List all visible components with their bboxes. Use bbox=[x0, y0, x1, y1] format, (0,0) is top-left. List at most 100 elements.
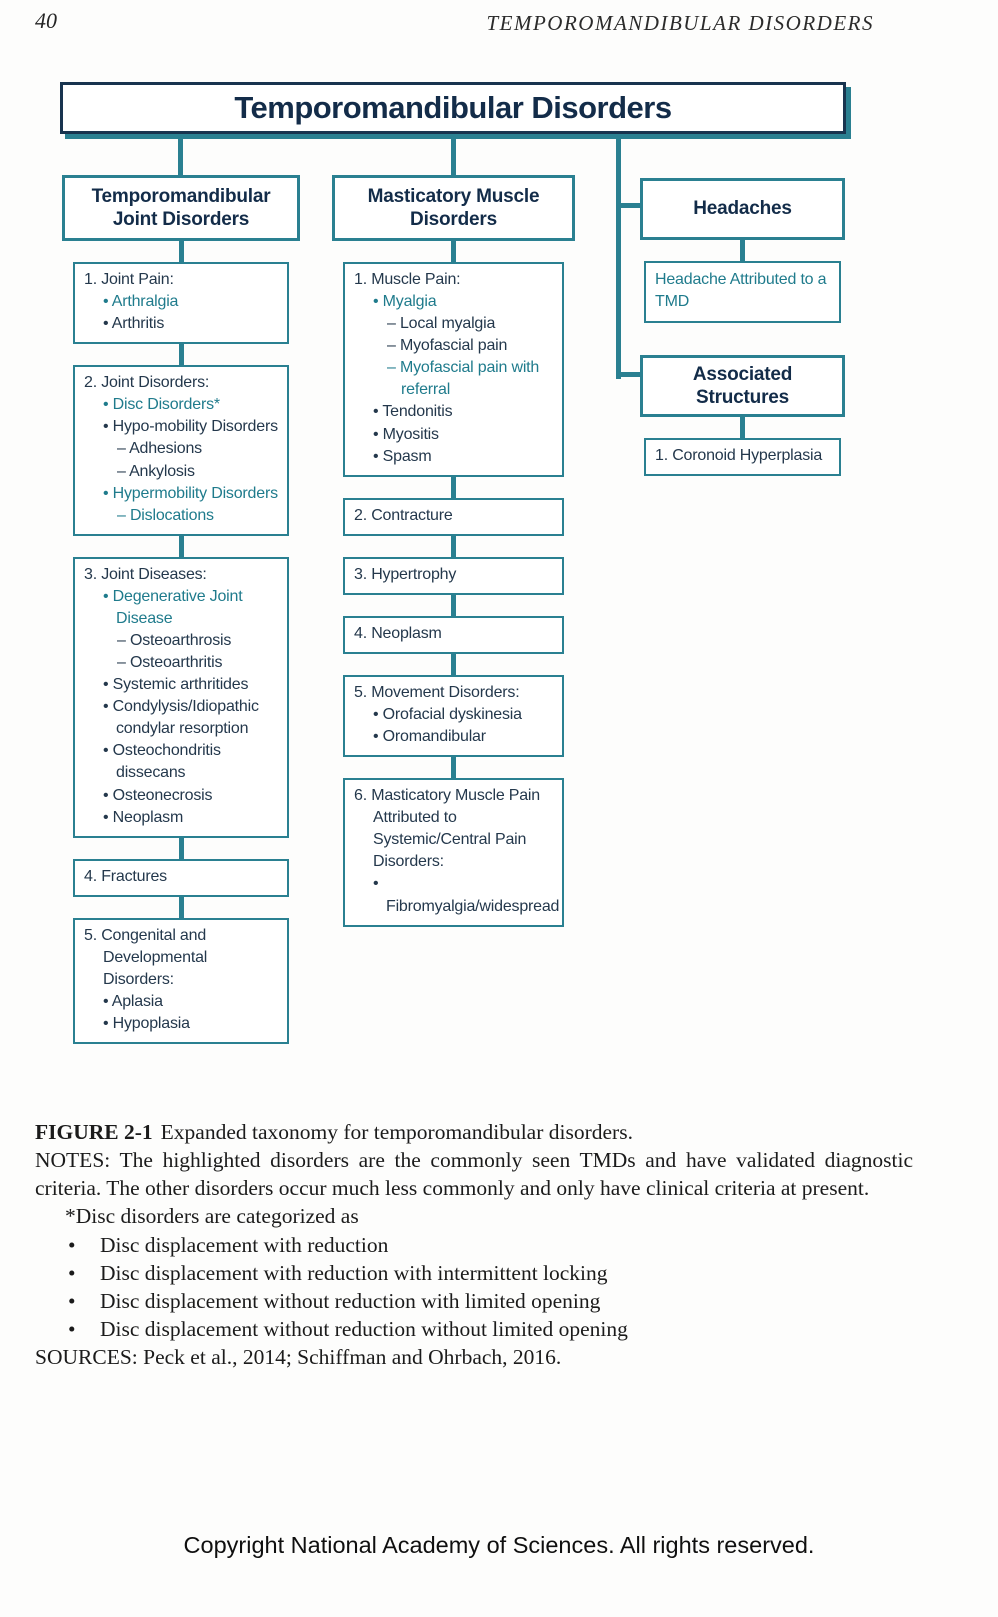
bullet-marker: • bbox=[103, 293, 112, 311]
box-title: 6. Masticatory Muscle Pain Attributed to… bbox=[354, 787, 540, 871]
asterisk-note: *Disc disorders are categorized as bbox=[65, 1204, 359, 1229]
page-number: 40 bbox=[35, 8, 57, 33]
diagram-box: 1. Coronoid Hyperplasia bbox=[644, 438, 841, 477]
diagram-box: 1. Muscle Pain:• Myalgia– Local myalgia–… bbox=[343, 262, 564, 477]
connector-line bbox=[451, 757, 456, 779]
figure-label: FIGURE 2-1 bbox=[35, 1120, 153, 1144]
connector-line bbox=[616, 134, 621, 379]
bullet-marker: • bbox=[103, 742, 113, 760]
bullet-marker: • bbox=[103, 786, 113, 804]
diagram-box: 5. Movement Disorders:• Orofacial dyskin… bbox=[343, 674, 564, 758]
connector-line bbox=[451, 134, 456, 175]
box-item: – Dislocations bbox=[117, 506, 214, 524]
diagram-group: Temporomandibular Joint Disorders 1. Join… bbox=[62, 175, 300, 1045]
box-item: • Neoplasm bbox=[103, 808, 184, 826]
box-title: 3. Joint Diseases: bbox=[84, 565, 207, 583]
box-item: • Orofacial dyskinesia bbox=[373, 706, 522, 724]
box-text: Headache Attributed to a TMD bbox=[655, 271, 827, 311]
dash-marker: – bbox=[117, 440, 130, 458]
box-item: • Disc Disorders* bbox=[103, 396, 220, 414]
bullet-marker: • bbox=[373, 728, 383, 746]
box-title: 2. Contracture bbox=[354, 506, 453, 524]
bullet-marker: • bbox=[103, 418, 113, 436]
box-item: – Myofascial pain with referral bbox=[387, 359, 540, 399]
bullet-marker: • bbox=[373, 447, 383, 465]
box-item: – Myofascial pain bbox=[387, 337, 508, 355]
bullet-marker: • bbox=[103, 676, 113, 694]
caption-bullet-text: Disc displacement with reduction with in… bbox=[100, 1260, 608, 1285]
connector-line bbox=[178, 241, 184, 262]
box-item: • Systemic arthritides bbox=[103, 676, 249, 694]
diagram-box: 3. Hypertrophy bbox=[343, 556, 564, 595]
diagram-box: 1. Joint Pain: • Arthralgia • Arthritis bbox=[73, 262, 289, 345]
connector-line bbox=[451, 535, 456, 557]
bullet-marker: • bbox=[103, 484, 113, 502]
connector-line bbox=[451, 476, 456, 498]
bullet-marker: • bbox=[103, 993, 112, 1011]
box-title: 1. Coronoid Hyperplasia bbox=[655, 447, 823, 465]
diagram-box: 3. Joint Diseases:• Degenerative Joint D… bbox=[73, 556, 289, 838]
connector-line bbox=[451, 594, 456, 616]
diagram-box: 4. Fractures bbox=[73, 858, 289, 897]
column-header: Masticatory Muscle Disorders bbox=[332, 175, 575, 241]
connector-line bbox=[451, 653, 456, 675]
dash-marker: – bbox=[387, 359, 400, 377]
bullet-marker: • bbox=[68, 1260, 76, 1285]
taxonomy-diagram: Temporomandibular Disorders Temporomandi… bbox=[60, 82, 846, 1045]
column-header: Associated Structures bbox=[640, 355, 845, 418]
dash-marker: – bbox=[117, 654, 130, 672]
caption-bullet-item: •Disc displacement without reduction wit… bbox=[35, 1315, 913, 1343]
box-item: • Myalgia bbox=[373, 293, 437, 311]
bullet-marker: • bbox=[373, 425, 383, 443]
caption-bullet-text: Disc displacement with reduction bbox=[100, 1232, 389, 1257]
bullet-marker: • bbox=[103, 808, 113, 826]
column-tmj-disorders: Temporomandibular Joint Disorders 1. Join… bbox=[62, 175, 300, 1045]
diagram-box: 4. Neoplasm bbox=[343, 615, 564, 654]
box-title: 1. Muscle Pain: bbox=[354, 271, 461, 288]
box-item: • Hypermobility Disorders bbox=[103, 484, 278, 502]
figure-title: Expanded taxonomy for temporomandibular … bbox=[160, 1120, 633, 1144]
connector-line bbox=[178, 134, 183, 175]
connector-line bbox=[616, 372, 643, 377]
diagram-title: Temporomandibular Disorders bbox=[234, 90, 672, 125]
bullet-marker: • bbox=[373, 293, 383, 311]
box-item: • Osteonecrosis bbox=[103, 786, 213, 804]
running-title: TEMPOROMANDIBULAR DISORDERS bbox=[486, 11, 874, 35]
sources-line: SOURCES: Peck et al., 2014; Schiffman an… bbox=[35, 1345, 562, 1370]
box-item: – Adhesions bbox=[117, 440, 202, 458]
box-item: • Myositis bbox=[373, 425, 439, 443]
bullet-marker: • bbox=[68, 1232, 76, 1257]
bullet-marker: • bbox=[68, 1288, 76, 1313]
figure-caption: FIGURE 2-1 Expanded taxonomy for temporom… bbox=[35, 1118, 913, 1371]
diagram-group: Associated Structures 1. Coronoid Hyperpl… bbox=[640, 355, 845, 477]
caption-bullet-text: Disc displacement without reduction with… bbox=[100, 1288, 601, 1313]
dash-marker: – bbox=[117, 462, 130, 480]
box-title: 1. Joint Pain: bbox=[84, 271, 174, 288]
column-header: Headaches bbox=[640, 178, 845, 240]
copyright-line: Copyright National Academy of Sciences. … bbox=[183, 1532, 815, 1558]
dash-marker: – bbox=[387, 337, 400, 355]
figure-notes: NOTES: The highlighted disorders are the… bbox=[35, 1148, 913, 1201]
connector-line bbox=[178, 896, 184, 918]
connector-line bbox=[178, 344, 184, 366]
bullet-marker: • bbox=[373, 403, 383, 421]
box-item: • Arthralgia bbox=[103, 293, 179, 311]
connector-line bbox=[178, 837, 184, 859]
box-item: – Ankylosis bbox=[117, 462, 195, 480]
connector-line bbox=[451, 241, 456, 262]
diagram-title-box: Temporomandibular Disorders bbox=[60, 82, 846, 134]
connector-line bbox=[740, 417, 745, 439]
box-title: 3. Hypertrophy bbox=[354, 565, 457, 583]
box-title: 5. Congenital and Developmental Disorder… bbox=[84, 926, 208, 988]
connector-line bbox=[178, 535, 184, 557]
box-item: • Tendonitis bbox=[373, 403, 453, 421]
column-header: Temporomandibular Joint Disorders bbox=[62, 175, 300, 241]
box-item: • Condylysis/Idiopathic condylar resorpt… bbox=[103, 698, 259, 738]
box-title: 2. Joint Disorders: bbox=[84, 374, 210, 392]
diagram-box: 5. Congenital and Developmental Disorder… bbox=[73, 917, 289, 1045]
box-item: • Arthritis bbox=[103, 315, 165, 333]
dash-marker: – bbox=[387, 315, 400, 333]
